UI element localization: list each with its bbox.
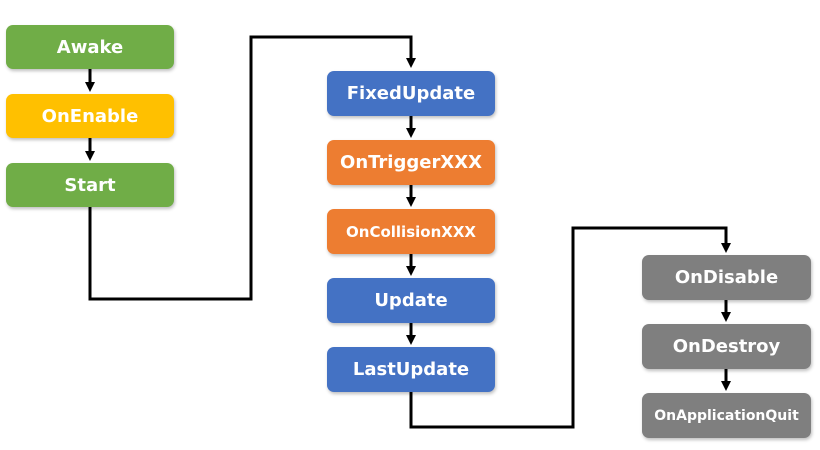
start-node: Start	[6, 163, 174, 207]
ondestroy-node: OnDestroy	[642, 324, 811, 369]
onenable-node: OnEnable	[6, 94, 174, 138]
connector-lastupdate-to-ondisable	[409, 226, 731, 429]
onapplicationquit-node: OnApplicationQuit	[642, 393, 811, 438]
awake-node: Awake	[6, 25, 174, 69]
fixedupdate-node: FixedUpdate	[327, 71, 495, 116]
update-node: Update	[327, 278, 495, 323]
connector-start-to-fixedupdate	[88, 35, 416, 301]
lastupdate-node: LastUpdate	[327, 347, 495, 392]
oncollision-node: OnCollisionXXX	[327, 209, 495, 254]
ontrigger-node: OnTriggerXXX	[327, 140, 495, 185]
ondisable-node: OnDisable	[642, 255, 811, 300]
